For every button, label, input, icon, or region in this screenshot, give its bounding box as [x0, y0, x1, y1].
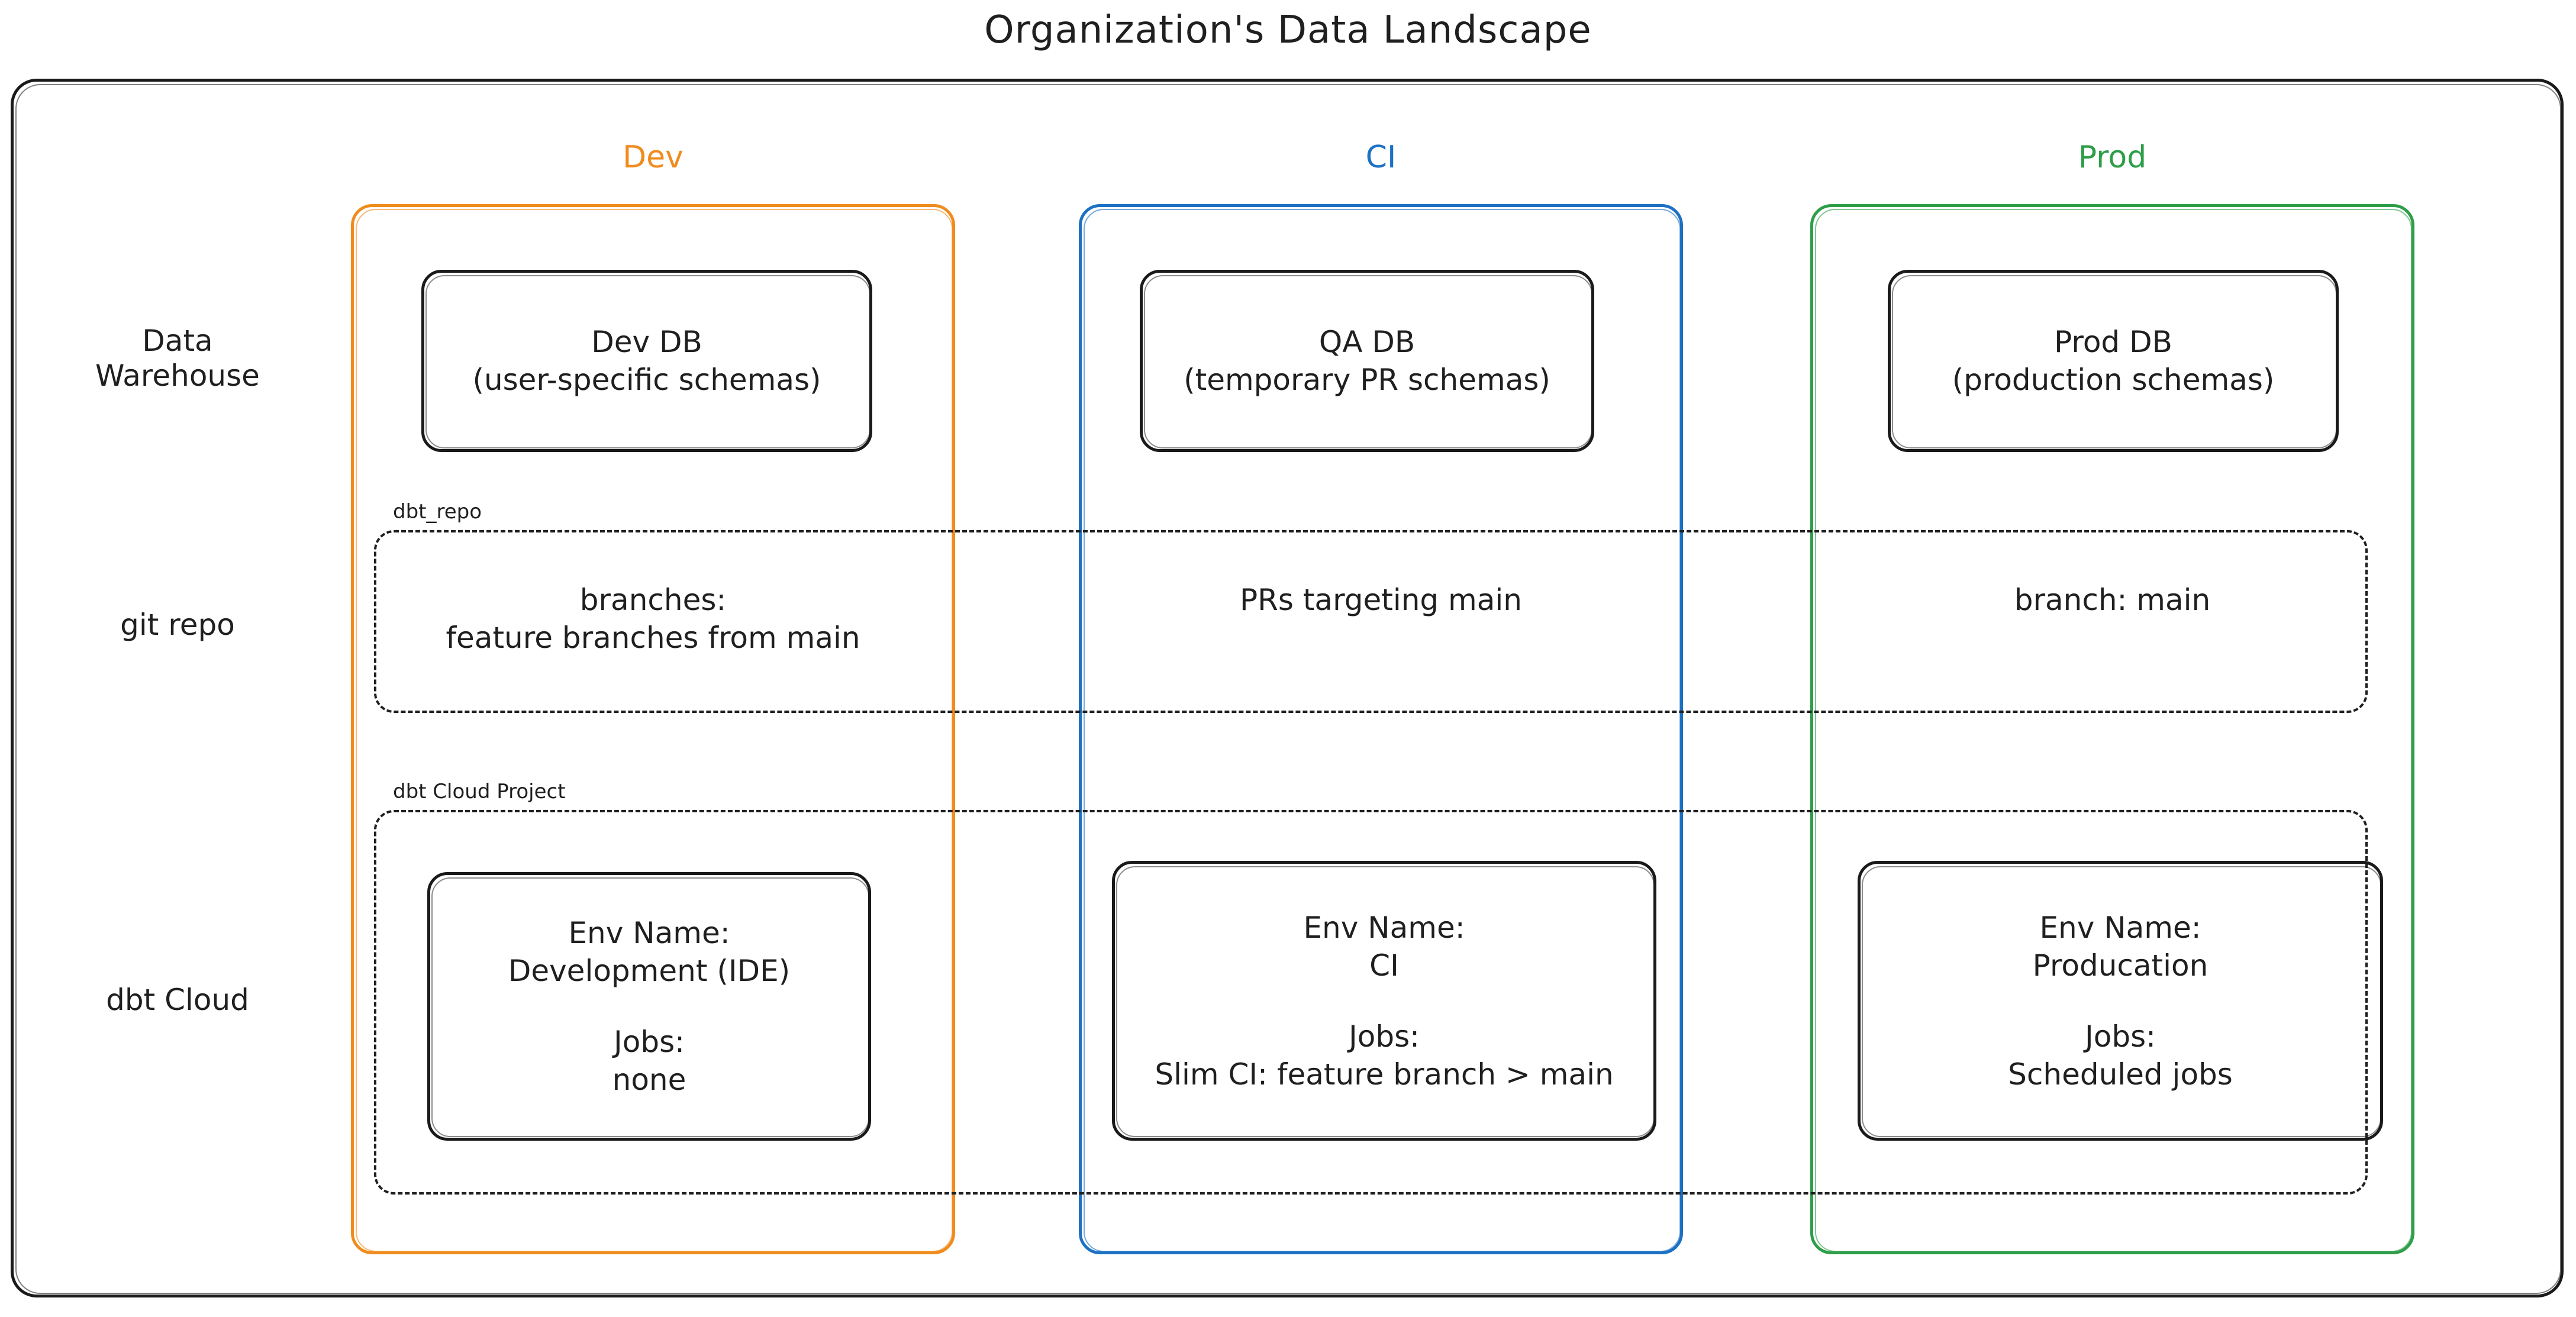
- node-qa-db: QA DB (temporary PR schemas): [1140, 270, 1594, 452]
- group-caption-dbt-cloud-project: dbt Cloud Project: [393, 780, 566, 803]
- node-qa-db-name: QA DB: [1318, 325, 1416, 359]
- git-cell-dev: branches: feature branches from main: [446, 583, 860, 655]
- swimlane-label-prod: Prod: [2078, 140, 2147, 175]
- page-title: Organization's Data Landscape: [984, 8, 1592, 52]
- env-name-label-prod: Env Name:: [2039, 910, 2201, 945]
- group-container-dbt-cloud-project: [374, 810, 2368, 1195]
- swimlane-label-ci: CI: [1365, 140, 1397, 175]
- node-prod-db-detail: (production schemas): [1952, 363, 2275, 397]
- node-dev-db-detail: (user-specific schemas): [472, 363, 821, 397]
- git-cell-prod: branch: main: [2014, 583, 2211, 617]
- jobs-value-ci: Slim CI: feature branch > main: [1155, 1057, 1614, 1092]
- jobs-value-prod: Scheduled jobs: [2008, 1057, 2233, 1092]
- row-label-data-warehouse: Data Warehouse: [95, 324, 260, 393]
- jobs-label-dev: Jobs:: [614, 1025, 685, 1059]
- git-cell-ci: PRs targeting main: [1239, 583, 1522, 617]
- env-name-label-ci: Env Name:: [1303, 910, 1465, 945]
- env-name-label-dev: Env Name:: [568, 916, 730, 950]
- node-dbt-cloud-env-ci: Env Name: CI Jobs: Slim CI: feature bran…: [1112, 861, 1656, 1141]
- row-label-dbt-cloud: dbt Cloud: [106, 983, 249, 1017]
- jobs-value-dev: none: [612, 1063, 686, 1097]
- node-dev-db: Dev DB (user-specific schemas): [421, 270, 872, 452]
- group-caption-dbt-repo: dbt_repo: [393, 500, 482, 524]
- swimlane-label-dev: Dev: [623, 140, 684, 175]
- node-prod-db-name: Prod DB: [2054, 325, 2172, 359]
- diagram-outer-frame: [11, 79, 2564, 1297]
- node-prod-db: Prod DB (production schemas): [1888, 270, 2339, 452]
- swimlane-ci: [1079, 204, 1683, 1254]
- jobs-label-prod: Jobs:: [2085, 1019, 2156, 1054]
- jobs-label-ci: Jobs:: [1349, 1019, 1420, 1054]
- node-dbt-cloud-env-dev: Env Name: Development (IDE) Jobs: none: [427, 872, 871, 1141]
- env-name-value-prod: Producation: [2032, 948, 2209, 983]
- swimlane-dev: [351, 204, 955, 1254]
- group-container-dbt-repo: [374, 530, 2368, 713]
- swimlane-prod: [1810, 204, 2414, 1254]
- node-dbt-cloud-env-prod: Env Name: Producation Jobs: Scheduled jo…: [1858, 861, 2383, 1141]
- row-label-git-repo: git repo: [120, 608, 235, 642]
- node-dev-db-name: Dev DB: [591, 325, 702, 359]
- env-name-value-ci: CI: [1369, 948, 1399, 983]
- env-name-value-dev: Development (IDE): [508, 954, 791, 988]
- node-qa-db-detail: (temporary PR schemas): [1184, 363, 1550, 397]
